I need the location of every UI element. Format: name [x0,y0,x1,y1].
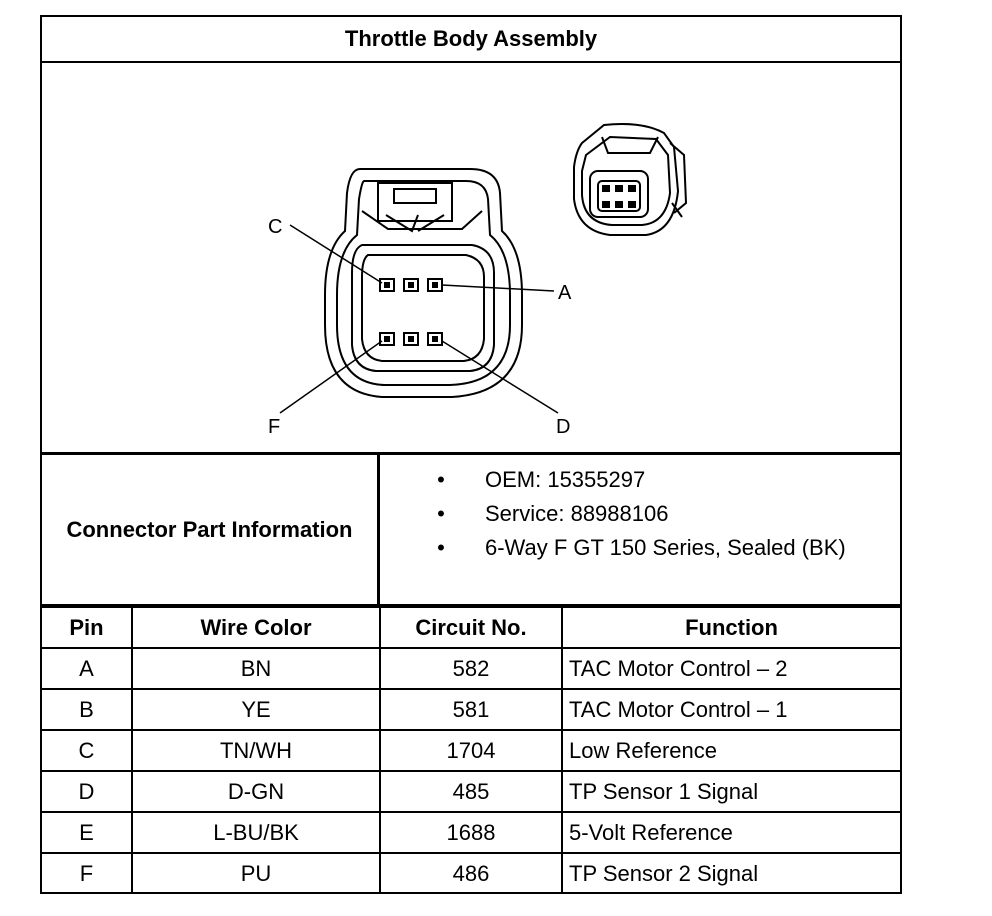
connector-info-row: Connector Part Information • OEM: 153552… [42,455,900,606]
wire-color-cell: BN [131,647,381,690]
callout-c: C [268,216,282,238]
leader-line-a [441,284,555,292]
pin-cell: F [42,852,133,894]
header-function: Function [561,606,900,649]
service-part-number: Service: 88988106 [485,501,669,526]
function-cell: Low Reference [561,729,900,772]
connector-info-label: Connector Part Information [42,455,380,604]
connector-drawing: C A F D [268,123,688,438]
terminal-slot [379,278,395,292]
header-wire-color: Wire Color [131,606,381,649]
page-title: Throttle Body Assembly [42,17,900,63]
pin-cell: B [42,688,133,731]
pin-cell: D [42,770,133,813]
table-row: E L-BU/BK 1688 5-Volt Reference [42,811,900,854]
terminal-slot [379,332,395,346]
function-cell: TP Sensor 2 Signal [561,852,900,894]
connector-3d-view [573,123,688,236]
connector-description: 6-Way F GT 150 Series, Sealed (BK) [485,535,846,560]
pin-cell: A [42,647,133,690]
table-row: A BN 582 TAC Motor Control – 2 [42,647,900,690]
terminal-slot [403,278,419,292]
circuit-cell: 581 [379,688,563,731]
circuit-cell: 485 [379,770,563,813]
pin-cell: C [42,729,133,772]
connector-outer-shell [324,168,523,398]
leader-line-f [279,340,383,414]
callout-f: F [268,416,280,438]
function-cell: TP Sensor 1 Signal [561,770,900,813]
terminal-slot [427,332,443,346]
leader-line-c [289,224,383,284]
circuit-cell: 486 [379,852,563,894]
bullet-icon: • [437,535,445,560]
wire-color-cell: TN/WH [131,729,381,772]
function-cell: TAC Motor Control – 2 [561,647,900,690]
table-row: D D-GN 485 TP Sensor 1 Signal [42,770,900,813]
terminal-slot [403,332,419,346]
wire-color-cell: L-BU/BK [131,811,381,854]
bullet-icon: • [437,501,445,526]
circuit-cell: 582 [379,647,563,690]
table-header-row: Pin Wire Color Circuit No. Function [42,606,900,649]
header-circuit-no: Circuit No. [379,606,563,649]
callout-d: D [556,416,570,438]
leader-line-d [441,340,559,414]
function-cell: 5-Volt Reference [561,811,900,854]
bullet-icon: • [437,467,445,492]
wire-color-cell: D-GN [131,770,381,813]
callout-a: A [558,282,572,304]
connector-sheet: Throttle Body Assembly [40,15,902,894]
pin-cell: E [42,811,133,854]
table-row: F PU 486 TP Sensor 2 Signal [42,852,900,894]
connector-3d-pins [602,185,636,208]
oem-part-number: OEM: 15355297 [485,467,646,492]
circuit-cell: 1704 [379,729,563,772]
header-pin: Pin [42,606,133,649]
wire-color-cell: YE [131,688,381,731]
pinout-table: Pin Wire Color Circuit No. Function A BN… [42,606,900,894]
connector-figure: C A F D [42,63,900,455]
connector-inner-shell [336,180,511,386]
table-row: B YE 581 TAC Motor Control – 1 [42,688,900,731]
wire-color-cell: PU [131,852,381,894]
connector-info-list: • OEM: 15355297 • Service: 88988106 • 6-… [380,455,900,604]
function-cell: TAC Motor Control – 1 [561,688,900,731]
circuit-cell: 1688 [379,811,563,854]
connector-cavity [351,244,495,372]
table-row: C TN/WH 1704 Low Reference [42,729,900,772]
